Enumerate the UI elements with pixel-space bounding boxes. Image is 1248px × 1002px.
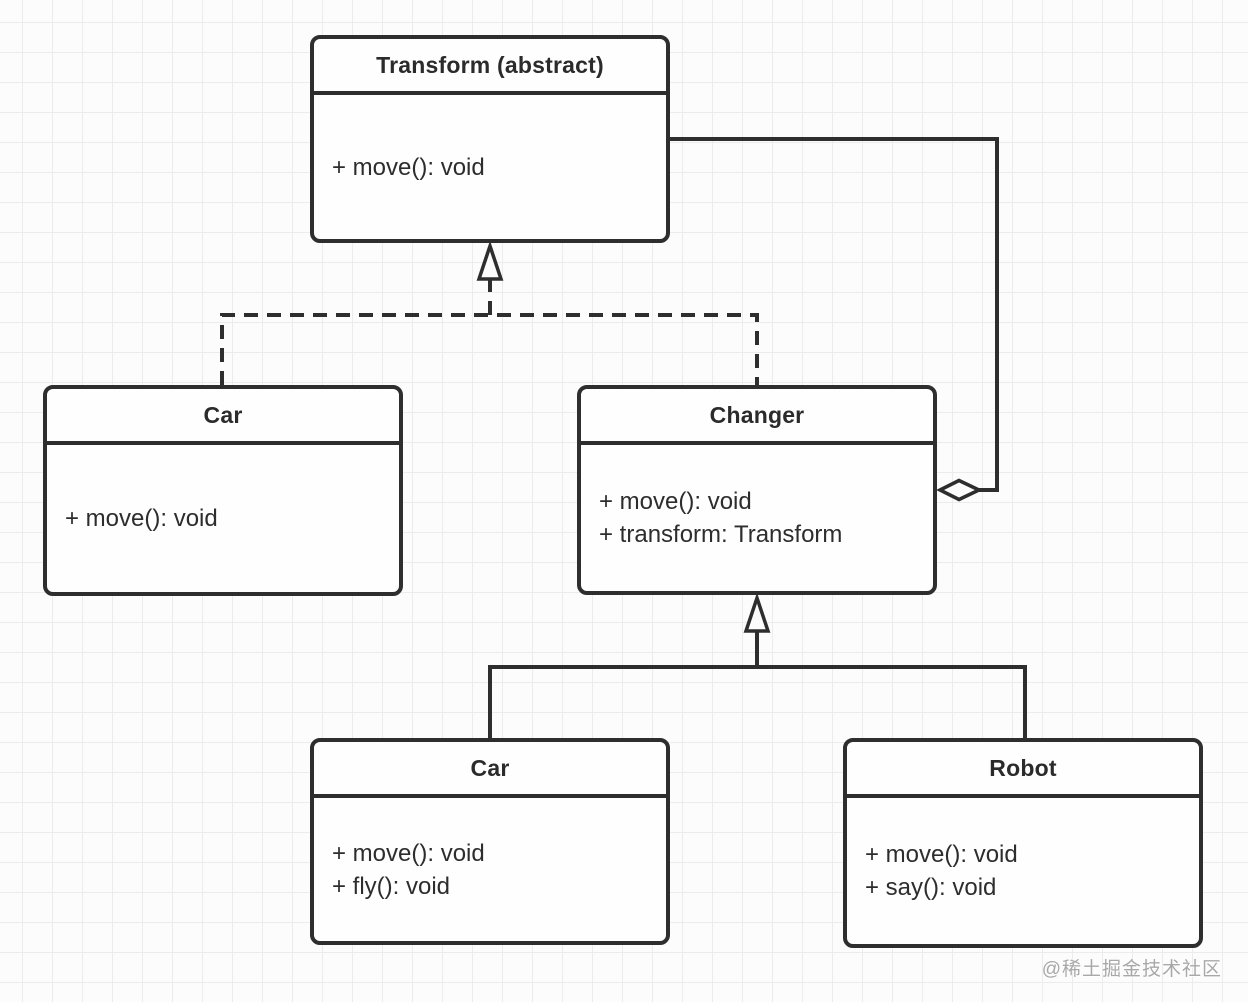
realization-edge <box>220 280 759 385</box>
class-car-left: Car + move(): void <box>43 385 403 596</box>
class-car-left-body: + move(): void <box>47 445 399 592</box>
method-line: + move(): void <box>865 841 1018 868</box>
method-line: + fly(): void <box>332 872 451 900</box>
method-line: + say(): void <box>865 874 997 901</box>
class-transform: Transform (abstract) + move(): void <box>310 35 670 243</box>
class-robot-body: + move(): void + say(): void <box>847 798 1199 944</box>
class-changer: Changer + move(): void + transform: Tran… <box>577 385 937 595</box>
generalization-hollow-arrow-icon <box>743 592 771 633</box>
class-car-bottom-body: + move(): void + fly(): void <box>314 798 666 941</box>
class-robot-title: Robot <box>847 742 1199 798</box>
generalization-edge <box>488 631 1027 738</box>
class-robot: Robot + move(): void + say(): void <box>843 738 1203 948</box>
class-changer-body: + move(): void + transform: Transform <box>581 445 933 591</box>
method-line: + move(): void <box>65 505 218 532</box>
method-line: + move(): void <box>599 488 752 515</box>
method-line: + move(): void <box>332 153 485 181</box>
method-line: + transform: Transform <box>599 521 843 548</box>
watermark: @稀土掘金技术社区 <box>1041 959 1222 980</box>
method-line: + move(): void <box>332 839 485 867</box>
class-transform-title: Transform (abstract) <box>314 39 666 95</box>
class-transform-body: + move(): void <box>314 95 666 239</box>
aggregation-diamond-icon <box>936 478 984 502</box>
realization-hollow-arrow-icon <box>476 240 504 281</box>
class-car-bottom: Car + move(): void + fly(): void <box>310 738 670 945</box>
class-car-left-title: Car <box>47 389 399 445</box>
class-car-bottom-title: Car <box>314 742 666 798</box>
class-changer-title: Changer <box>581 389 933 445</box>
